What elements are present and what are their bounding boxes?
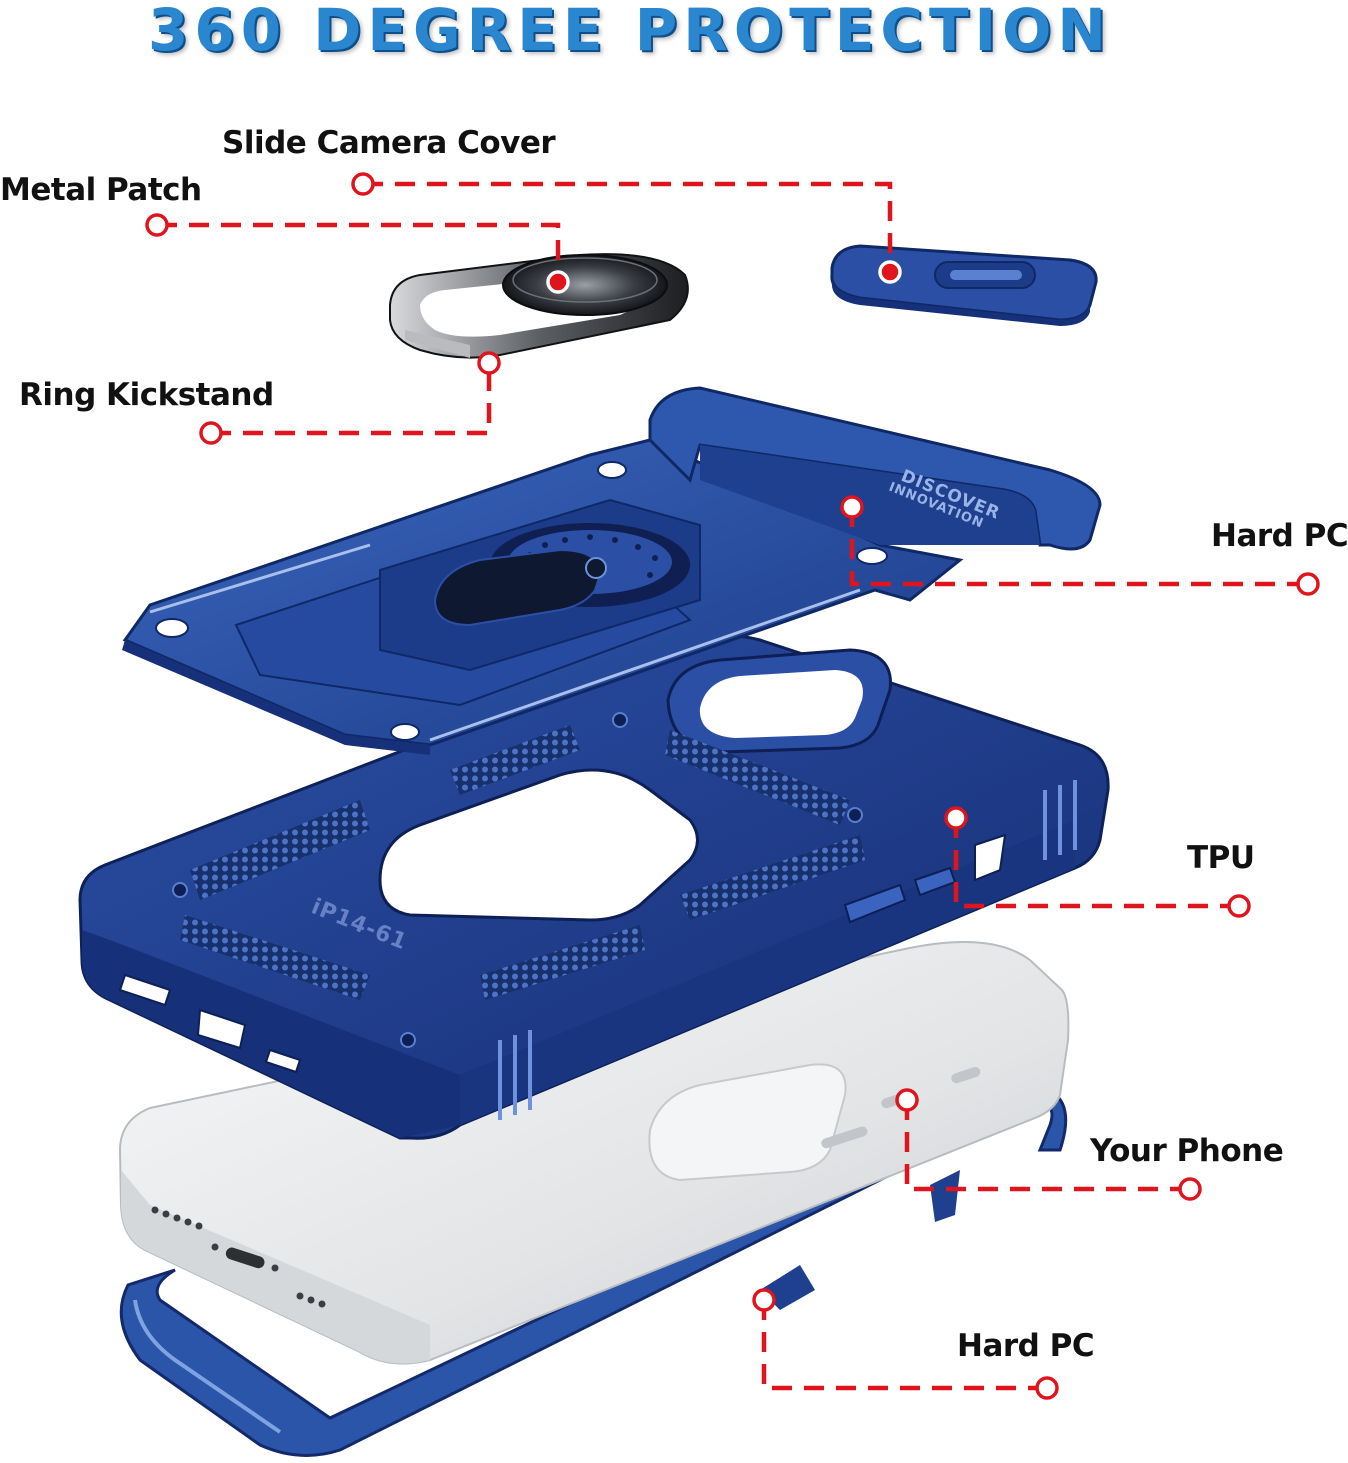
phone-body: [118, 941, 1070, 1365]
marker-ring-kickstand-start: [199, 421, 223, 445]
callout-lines: [157, 181, 1308, 1391]
marker-your-phone-start: [895, 1088, 919, 1112]
tpu-case: iP14-61: [78, 633, 1110, 1140]
marker-hard-pc-bottom-end: [1035, 1376, 1059, 1400]
label-tpu: TPU: [1187, 840, 1255, 876]
marker-hard-pc-top-end: [1296, 572, 1320, 596]
marker-hard-pc-bottom-start: [752, 1288, 776, 1312]
marker-slide-camera-cover-end: [878, 260, 902, 284]
marker-hard-pc-top-start: [840, 495, 864, 519]
slide-camera-cover: [830, 244, 1098, 326]
hard-pc-top-plate: DISCOVER INNOVATION: [122, 386, 1102, 755]
callout-line-metal-patch: [157, 222, 561, 282]
label-ring-kickstand: Ring Kickstand: [19, 377, 274, 413]
callout-markers: [145, 172, 1320, 1400]
label-metal-patch: Metal Patch: [0, 172, 202, 208]
page-title: 360 DEGREE PROTECTION: [148, 0, 1112, 64]
marker-metal-patch-start: [145, 213, 169, 237]
label-slide-camera-cover: Slide Camera Cover: [222, 125, 556, 161]
callout-line-hard-pc-top: [849, 507, 1308, 587]
marker-your-phone-end: [1178, 1177, 1202, 1201]
marker-metal-patch-end: [546, 270, 570, 294]
label-your-phone: Your Phone: [1090, 1133, 1284, 1169]
marker-tpu-end: [1227, 894, 1251, 918]
callout-line-ring-kickstand: [211, 363, 492, 436]
metal-patch-disc: [502, 254, 668, 316]
label-hard-pc-top: Hard PC: [1211, 518, 1348, 554]
label-hard-pc-bottom: Hard PC: [957, 1328, 1095, 1364]
callout-line-slide-camera-cover: [363, 181, 893, 272]
marker-tpu-start: [944, 806, 968, 830]
marker-ring-kickstand-end: [477, 351, 501, 375]
marker-slide-camera-cover-start: [351, 172, 375, 196]
